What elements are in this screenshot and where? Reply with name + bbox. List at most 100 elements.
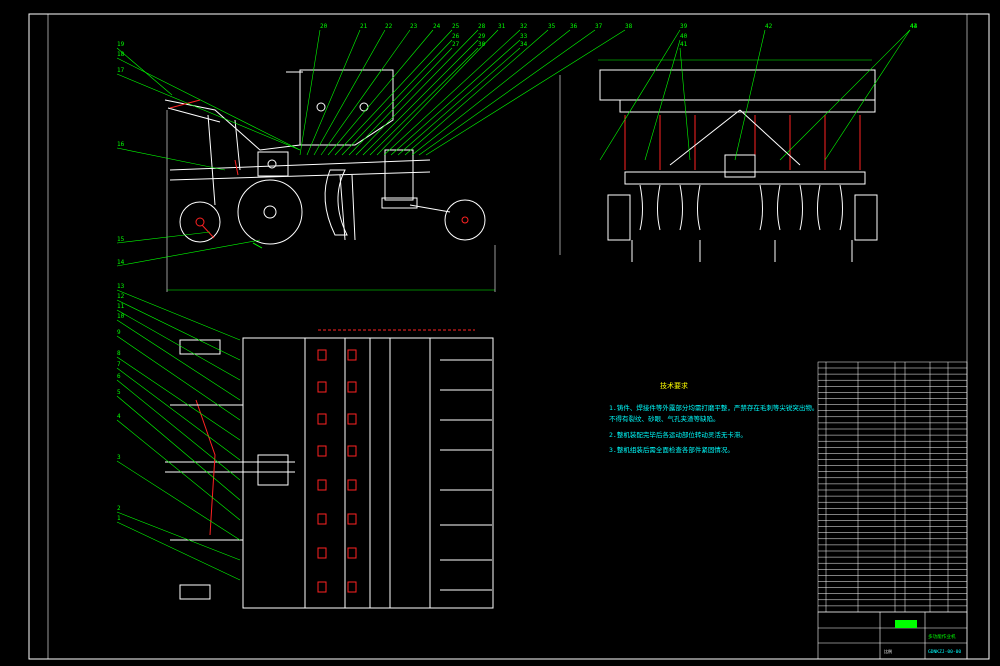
svg-text:28: 28 (478, 23, 486, 30)
svg-text:25: 25 (452, 23, 460, 30)
svg-text:21: 21 (360, 23, 368, 30)
drawing-name: 多功能作业机 (928, 633, 956, 640)
callout-42: 42 (734, 23, 773, 161)
svg-text:44: 44 (910, 23, 918, 30)
svg-text:8: 8 (117, 350, 121, 357)
svg-text:7: 7 (117, 361, 121, 368)
svg-text:40: 40 (680, 33, 688, 40)
svg-text:37: 37 (595, 23, 603, 30)
svg-text:26: 26 (452, 33, 460, 40)
callout-2: 2 (116, 505, 241, 561)
svg-text:12: 12 (117, 293, 125, 300)
callout-23: 23 (320, 23, 418, 156)
callout-17: 17 (116, 67, 301, 151)
callout-12: 12 (116, 293, 241, 361)
callout-22: 22 (313, 23, 393, 156)
callout-34: 34 (397, 41, 528, 156)
callout-14: 14 (116, 239, 261, 267)
svg-text:17: 17 (117, 67, 125, 74)
callout-9: 9 (116, 329, 241, 421)
callout-32: 32 (383, 23, 528, 156)
callout-33: 33 (390, 33, 528, 156)
drawing-number: GDNKZJ-00-00 (928, 649, 961, 655)
svg-text:15: 15 (117, 236, 125, 243)
svg-text:30: 30 (478, 41, 486, 48)
svg-text:19: 19 (117, 41, 125, 48)
callout-30: 30 (369, 41, 486, 156)
svg-text:4: 4 (117, 413, 121, 420)
svg-text:11: 11 (117, 303, 125, 310)
svg-text:10: 10 (117, 313, 125, 320)
plan-view (165, 329, 494, 609)
callout-40: 40 (644, 33, 688, 161)
svg-text:6: 6 (117, 373, 121, 380)
svg-text:41: 41 (680, 41, 688, 48)
callout-3: 3 (116, 454, 241, 541)
svg-text:43: 43 (910, 23, 918, 30)
svg-text:13: 13 (117, 283, 125, 290)
note-line-3: 2.整机装配完毕后各运动部位转动灵活无卡滞。 (609, 430, 747, 439)
svg-text:38: 38 (625, 23, 633, 30)
svg-text:34: 34 (520, 41, 528, 48)
callout-28: 28 (355, 23, 486, 156)
svg-text:23: 23 (410, 23, 418, 30)
svg-text:18: 18 (117, 51, 125, 58)
svg-text:22: 22 (385, 23, 393, 30)
callout-31: 31 (376, 23, 506, 156)
callout-4: 4 (116, 413, 241, 521)
callout-11: 11 (116, 303, 241, 381)
callout-38: 38 (425, 23, 633, 156)
callout-20: 20 (299, 23, 328, 156)
note-line-2: 不得有裂纹、砂眼、气孔夹渣等缺陷。 (609, 414, 720, 423)
svg-text:14: 14 (117, 259, 125, 266)
callout-35: 35 (404, 23, 556, 156)
callout-27: 27 (348, 41, 460, 156)
callout-10: 10 (116, 313, 241, 401)
svg-text:5: 5 (117, 389, 121, 396)
callout-6: 6 (116, 373, 241, 481)
svg-text:27: 27 (452, 41, 460, 48)
svg-text:20: 20 (320, 23, 328, 30)
svg-text:16: 16 (117, 141, 125, 148)
callout-24: 24 (327, 23, 441, 156)
callout-36: 36 (411, 23, 578, 156)
note-line-4: 3.整机组装后需全面检查各部件紧固情况。 (609, 445, 734, 454)
svg-text:2: 2 (117, 505, 121, 512)
svg-text:9: 9 (117, 329, 121, 336)
note-line-1: 1.铸件、焊接件等外露部分均需打磨平整，严禁存在毛刺等尖锐突出物。 (609, 403, 818, 412)
svg-text:36: 36 (570, 23, 578, 30)
scale-label: 比例 (884, 648, 892, 654)
callout-21: 21 (306, 23, 368, 156)
callout-8: 8 (116, 350, 241, 441)
callout-37: 37 (418, 23, 603, 156)
svg-text:32: 32 (520, 23, 528, 30)
svg-text:1: 1 (117, 515, 121, 522)
svg-text:39: 39 (680, 23, 688, 30)
title-block: 多功能作业机 GDNKZJ-00-00 比例 (817, 611, 968, 660)
svg-text:24: 24 (433, 23, 441, 30)
front-view (559, 59, 878, 262)
callout-13: 13 (116, 283, 241, 341)
callout-7: 7 (116, 361, 241, 461)
outer-frame (28, 13, 990, 660)
callout-15: 15 (116, 231, 211, 244)
callout-29: 29 (362, 33, 486, 156)
bill-of-materials (817, 361, 968, 613)
callout-19: 19 (116, 41, 173, 96)
svg-text:42: 42 (765, 23, 773, 30)
callout-25: 25 (334, 23, 460, 156)
svg-text:35: 35 (548, 23, 556, 30)
inner-frame (47, 13, 968, 660)
callout-26: 26 (341, 33, 460, 156)
callout-39: 39 (599, 23, 688, 161)
svg-text:3: 3 (117, 454, 121, 461)
callout-16: 16 (116, 141, 226, 171)
notes-title: 技术要求 (660, 381, 688, 390)
svg-text:29: 29 (478, 33, 486, 40)
callout-18: 18 (116, 51, 301, 151)
technical-notes: 技术要求 1.铸件、焊接件等外露部分均需打磨平整，严禁存在毛刺等尖锐突出物。 不… (609, 381, 818, 454)
callout-43: 43 (779, 23, 918, 161)
callout-1: 1 (116, 515, 241, 581)
